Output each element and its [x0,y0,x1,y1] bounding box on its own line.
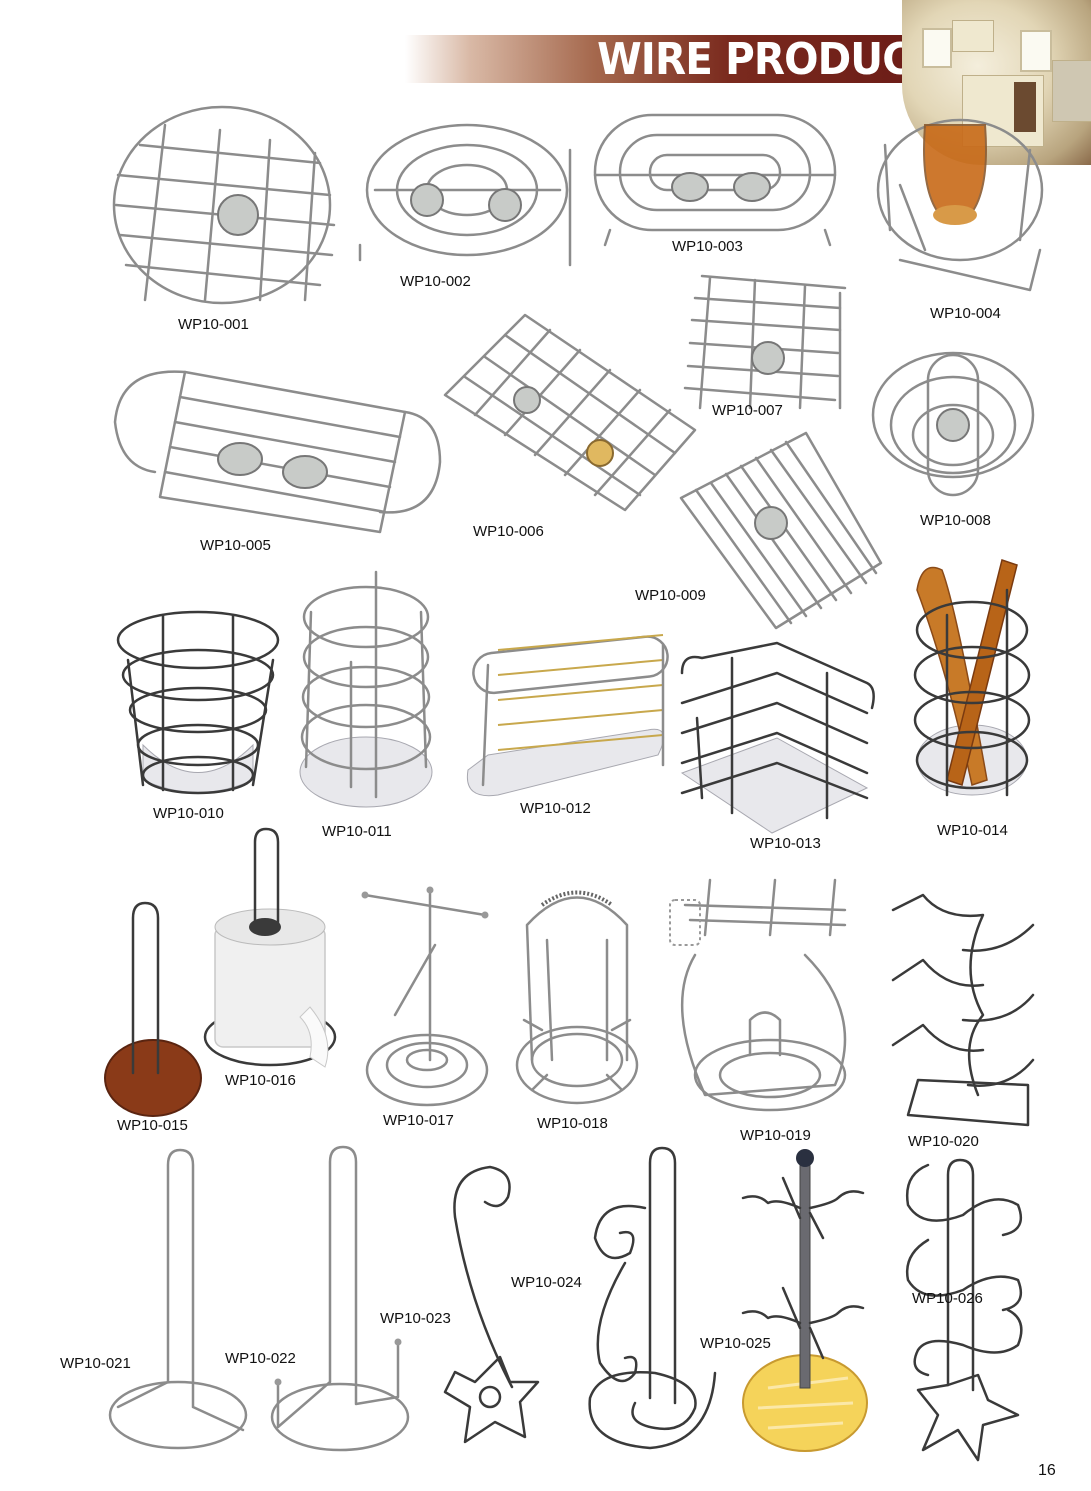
product-label-wp10-017: WP10-017 [383,1112,454,1129]
product-image-wp10-017 [360,885,495,1110]
product-image-wp10-005 [110,362,442,542]
product-image-wp10-008 [868,345,1038,500]
product-label-wp10-013: WP10-013 [750,835,821,852]
product-label-wp10-002: WP10-002 [400,273,471,290]
product-image-wp10-026 [898,1155,1038,1470]
product-label-wp10-008: WP10-008 [920,512,991,529]
product-image-wp10-023 [440,1157,540,1447]
product-image-wp10-024 [580,1143,740,1453]
product-label-wp10-023: WP10-023 [380,1310,451,1327]
product-image-wp10-016 [200,827,345,1068]
product-label-wp10-005: WP10-005 [200,537,271,554]
product-image-wp10-013 [677,638,877,838]
product-image-wp10-015 [103,898,203,1118]
product-label-wp10-024: WP10-024 [511,1274,582,1291]
product-label-wp10-020: WP10-020 [908,1133,979,1150]
product-image-wp10-018 [512,880,642,1110]
product-label-wp10-025: WP10-025 [700,1335,771,1352]
product-label-wp10-012: WP10-012 [520,800,591,817]
product-image-wp10-001 [110,105,340,305]
product-label-wp10-016: WP10-016 [225,1072,296,1089]
page-number: 16 [1038,1462,1056,1479]
product-label-wp10-006: WP10-006 [473,523,544,540]
product-label-wp10-015: WP10-015 [117,1117,188,1134]
product-image-wp10-019 [665,865,865,1125]
product-label-wp10-019: WP10-019 [740,1127,811,1144]
product-image-wp10-007 [680,268,850,410]
product-image-wp10-010 [113,605,283,800]
product-label-wp10-009: WP10-009 [635,587,706,604]
product-image-wp10-022 [268,1142,413,1452]
product-label-wp10-007: WP10-007 [712,402,783,419]
product-label-wp10-004: WP10-004 [930,305,1001,322]
product-label-wp10-001: WP10-001 [178,316,249,333]
product-image-wp10-011 [296,567,436,812]
product-image-wp10-003 [590,110,840,247]
product-label-wp10-003: WP10-003 [672,238,743,255]
product-image-wp10-025 [738,1148,873,1453]
product-label-wp10-022: WP10-022 [225,1350,296,1367]
product-label-wp10-018: WP10-018 [537,1115,608,1132]
product-label-wp10-014: WP10-014 [937,822,1008,839]
product-image-wp10-012 [458,625,673,805]
product-label-wp10-010: WP10-010 [153,805,224,822]
product-label-wp10-011: WP10-011 [322,823,392,840]
product-label-wp10-021: WP10-021 [60,1355,131,1372]
title-banner [405,35,945,83]
product-image-wp10-009 [676,428,886,633]
product-image-wp10-014 [912,559,1031,815]
product-image-wp10-021 [108,1145,248,1450]
product-image-wp10-006 [440,305,700,515]
product-label-wp10-026: WP10-026 [912,1290,983,1307]
product-image-wp10-020 [888,875,1038,1130]
product-image-wp10-002 [355,110,580,270]
product-image-wp10-004 [870,110,1045,305]
